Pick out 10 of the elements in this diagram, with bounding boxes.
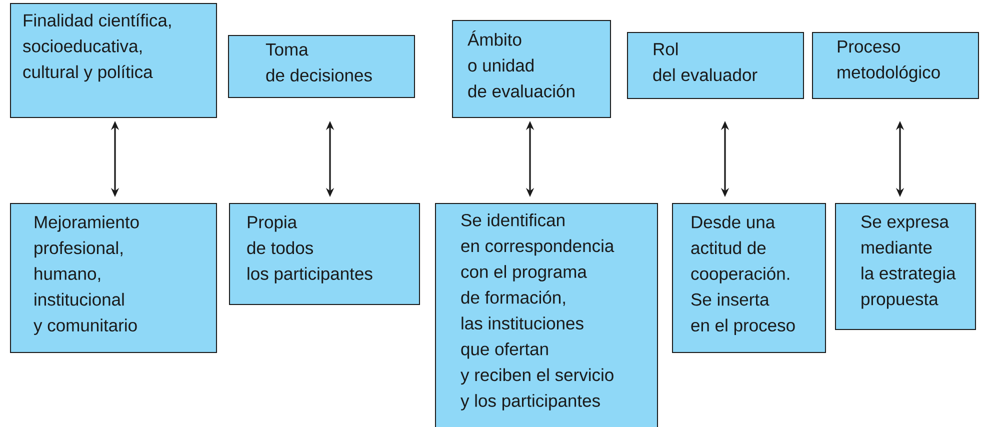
text-box: Propia de todos los participantes bbox=[229, 203, 420, 305]
text-box: Mejoramiento profesional, humano, institucional y comunitario bbox=[10, 203, 217, 353]
text-box: Se identifican en correspondencia con el programa de formación, las instituciones que ofertan y reciben el servicio y los participantes bbox=[435, 203, 658, 427]
text-box: Toma de decisiones bbox=[228, 35, 415, 98]
text-box: Ámbito o unidad de evaluación bbox=[452, 20, 611, 118]
text-box: Finalidad científica, socioeducativa, cultural y política bbox=[10, 3, 217, 118]
text-box: Rol del evaluador bbox=[627, 32, 804, 99]
text-box: Se expresa mediante la estrategia propuesta bbox=[835, 203, 976, 330]
text-box: Proceso metodológico bbox=[812, 32, 979, 99]
text-box: Desde una actitud de cooperación. Se inserta en el proceso bbox=[672, 203, 826, 353]
